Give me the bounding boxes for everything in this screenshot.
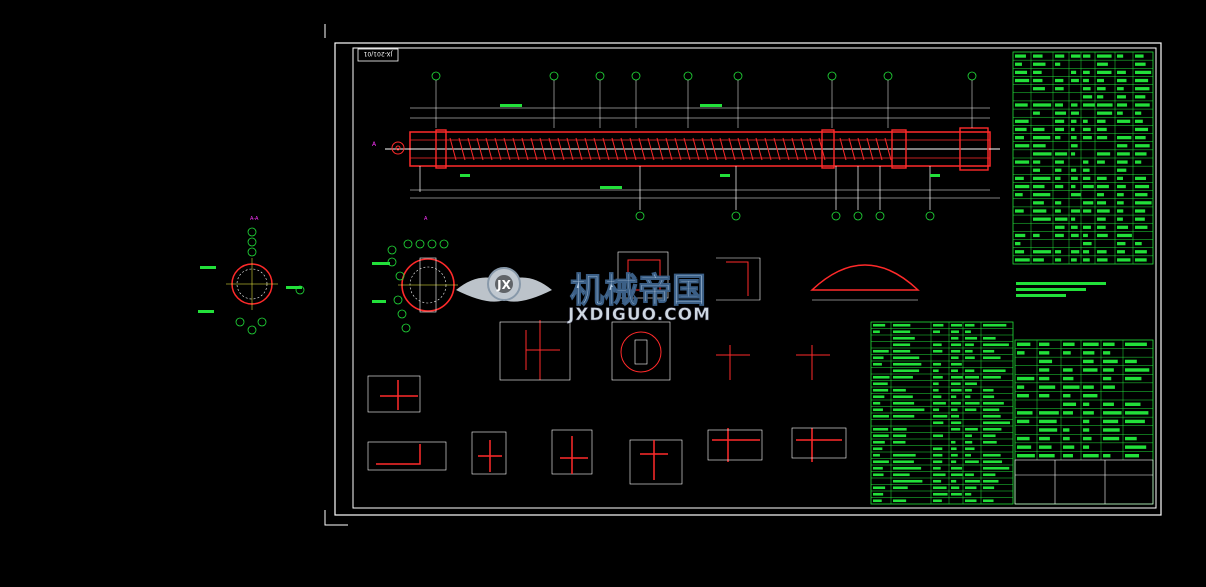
section-view-outside: A-A: [198, 216, 305, 335]
sheet-corner-marks: [324, 24, 348, 526]
svg-text:A: A: [424, 216, 428, 222]
detail-views: [367, 251, 920, 485]
sheet-label-box: JX-201/01: [357, 48, 399, 62]
section-view-a: A: [372, 216, 458, 333]
svg-text:JX: JX: [496, 278, 511, 292]
svg-text:A: A: [372, 141, 377, 148]
parts-list-table-top: [1012, 51, 1154, 265]
svg-text:A-A: A-A: [250, 216, 259, 222]
outer-frame: [334, 42, 1162, 516]
title-block-table: [1014, 339, 1154, 505]
inner-frame: [352, 47, 1157, 509]
gear-wings-icon: JX: [456, 267, 552, 302]
watermark-title: 机械帝国: [570, 271, 706, 311]
watermark: JX 机械帝国 JXDIGUO.COM: [456, 267, 711, 325]
watermark-url: JXDIGUO.COM: [567, 305, 711, 325]
bill-of-materials-table: [870, 321, 1014, 505]
conveyor-elevation-view: A: [372, 71, 1000, 221]
sheet-label: JX-201/01: [363, 50, 393, 57]
technical-notes: [1016, 282, 1106, 297]
